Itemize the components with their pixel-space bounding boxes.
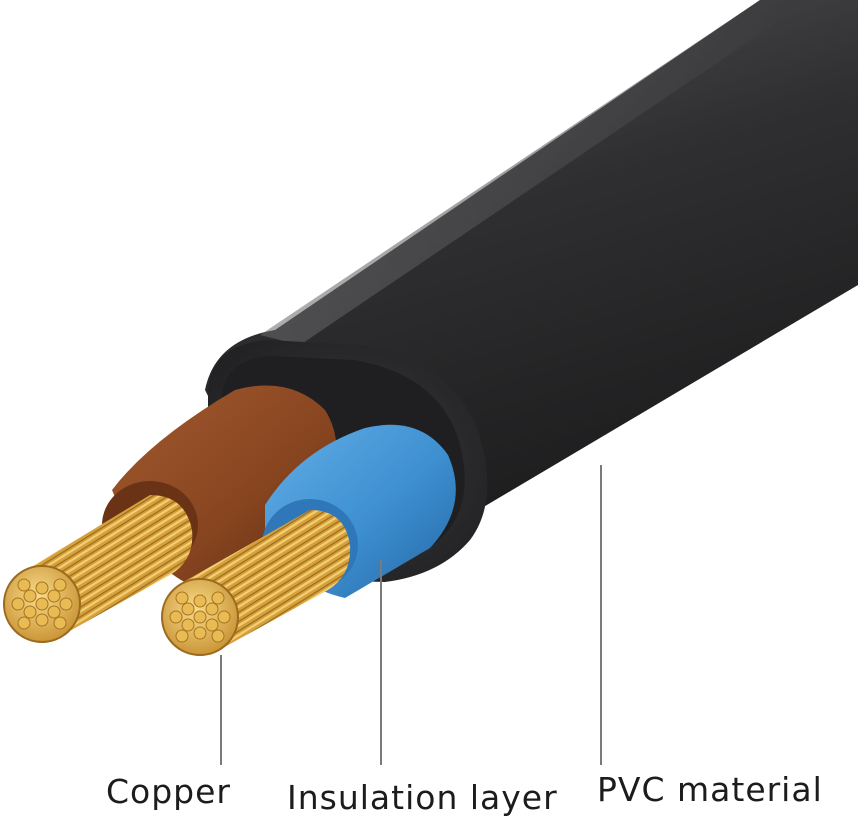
copper-end-2-strands bbox=[169, 591, 231, 643]
label-copper: Copper bbox=[106, 772, 231, 811]
label-insulation-layer: Insulation layer bbox=[287, 778, 558, 817]
pvc-jacket-highlight bbox=[260, 0, 810, 345]
copper-end-1-strands bbox=[11, 578, 73, 630]
label-pvc-material: PVC material bbox=[597, 770, 823, 809]
